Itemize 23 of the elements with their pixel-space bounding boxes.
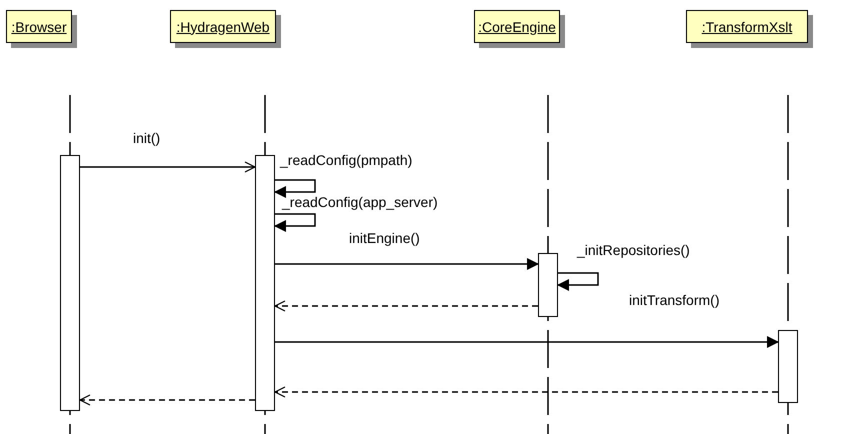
message-label: initEngine() <box>348 230 421 246</box>
return-arrow <box>274 386 778 398</box>
message-label: init() <box>132 130 162 146</box>
message-arrow <box>275 258 539 270</box>
activation-bar <box>778 330 798 403</box>
activation-bar <box>60 155 80 411</box>
message-label: _initRepositories() <box>576 242 691 258</box>
self-message-arrow <box>274 179 316 198</box>
message-label: initTransform() <box>628 292 720 308</box>
object-name: :Browser <box>11 18 67 34</box>
message-label: _readConfig(app_server) <box>281 194 439 210</box>
return-arrow <box>274 300 538 312</box>
self-message-arrow <box>274 213 316 232</box>
activation-bar <box>538 253 558 317</box>
self-message-arrow <box>557 272 599 291</box>
message-arrow <box>275 336 779 348</box>
message-arrow <box>80 161 256 173</box>
object-name: :HydragenWeb <box>176 18 270 34</box>
message-label: _readConfig(pmpath) <box>279 152 414 168</box>
object-name: :CoreEngine <box>478 18 556 34</box>
activation-bar <box>255 155 275 411</box>
return-arrow <box>79 394 255 406</box>
object-name: :TransformXslt <box>702 18 792 34</box>
